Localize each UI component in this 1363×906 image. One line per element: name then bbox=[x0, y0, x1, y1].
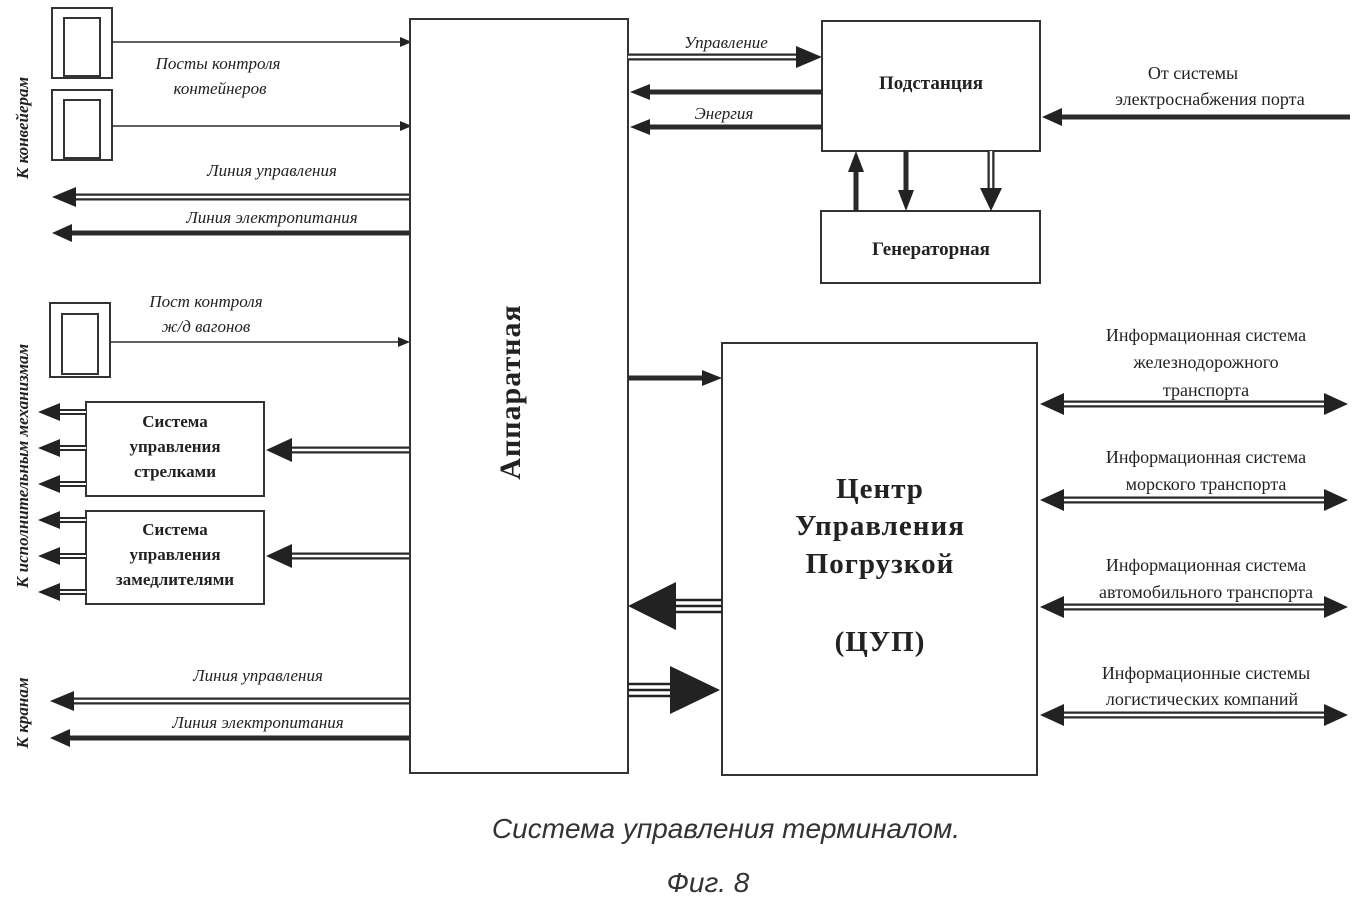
control-line-bottom-label: Линия управления bbox=[192, 666, 323, 685]
retarder-system-line-3: замедлителями bbox=[116, 570, 234, 589]
retarder-actuator-arrows bbox=[38, 511, 86, 601]
control-line-top-label: Линия управления bbox=[206, 161, 337, 180]
label-to-conveyors: К конвейерам bbox=[13, 77, 32, 181]
retarder-system-line-1: Система bbox=[142, 520, 208, 539]
center-line-1: Центр bbox=[836, 473, 924, 505]
apparatus-to-center-arrow bbox=[628, 666, 720, 714]
power-line-top-label: Линия электропитания bbox=[185, 208, 357, 227]
rail-post-box bbox=[50, 303, 110, 377]
info-sea-line-1: Информационная система bbox=[1106, 447, 1306, 467]
power-source-line-2: электроснабжения порта bbox=[1115, 89, 1304, 109]
info-auto-line-1: Информационная система bbox=[1106, 555, 1306, 575]
switch-actuator-arrows bbox=[38, 403, 86, 493]
label-to-actuators: К исполнительным механизмам bbox=[13, 343, 32, 589]
figure-caption: Система управления терминалом. bbox=[492, 813, 960, 844]
info-rail-line-3: транспорта bbox=[1163, 380, 1249, 400]
apparatus-room-label: Аппаратная bbox=[494, 304, 527, 479]
rail-post-label-1: Пост контроля bbox=[148, 292, 262, 311]
substation-label: Подстанция bbox=[879, 73, 983, 94]
figure-number: Фиг. 8 bbox=[667, 867, 750, 898]
info-logistics-line-2: логистических компаний bbox=[1106, 689, 1299, 709]
switch-system-line-1: Система bbox=[142, 412, 208, 431]
center-to-apparatus-arrow bbox=[628, 582, 722, 630]
retarder-system-line-2: управления bbox=[129, 545, 220, 564]
power-line-bottom-label: Линия электропитания bbox=[171, 713, 343, 732]
info-rail-line-2: железнодорожного bbox=[1132, 352, 1278, 372]
energy-label: Энергия bbox=[695, 104, 754, 123]
container-post-box-2 bbox=[52, 90, 112, 160]
container-posts-label-1: Посты контроля bbox=[155, 54, 281, 73]
center-line-3: Погрузкой bbox=[806, 548, 955, 580]
info-sea-line-2: морского транспорта bbox=[1126, 474, 1287, 494]
switch-system-line-3: стрелками bbox=[134, 462, 216, 481]
control-to-substation-label: Управление bbox=[684, 33, 768, 52]
info-logistics-line-1: Информационные системы bbox=[1102, 663, 1310, 683]
container-post-box-1 bbox=[52, 8, 112, 78]
info-auto-line-2: автомобильного транспорта bbox=[1099, 582, 1313, 602]
power-source-line-1: От системы bbox=[1148, 63, 1238, 83]
center-line-4: (ЦУП) bbox=[835, 626, 926, 658]
generator-label: Генераторная bbox=[872, 239, 990, 260]
info-rail-line-1: Информационная система bbox=[1106, 325, 1306, 345]
center-line-2: Управления bbox=[795, 510, 965, 542]
container-posts-label-2: контейнеров bbox=[174, 79, 268, 98]
label-to-cranes: К кранам bbox=[13, 677, 32, 749]
rail-post-label-2: ж/д вагонов bbox=[162, 317, 251, 336]
switch-system-line-2: управления bbox=[129, 437, 220, 456]
